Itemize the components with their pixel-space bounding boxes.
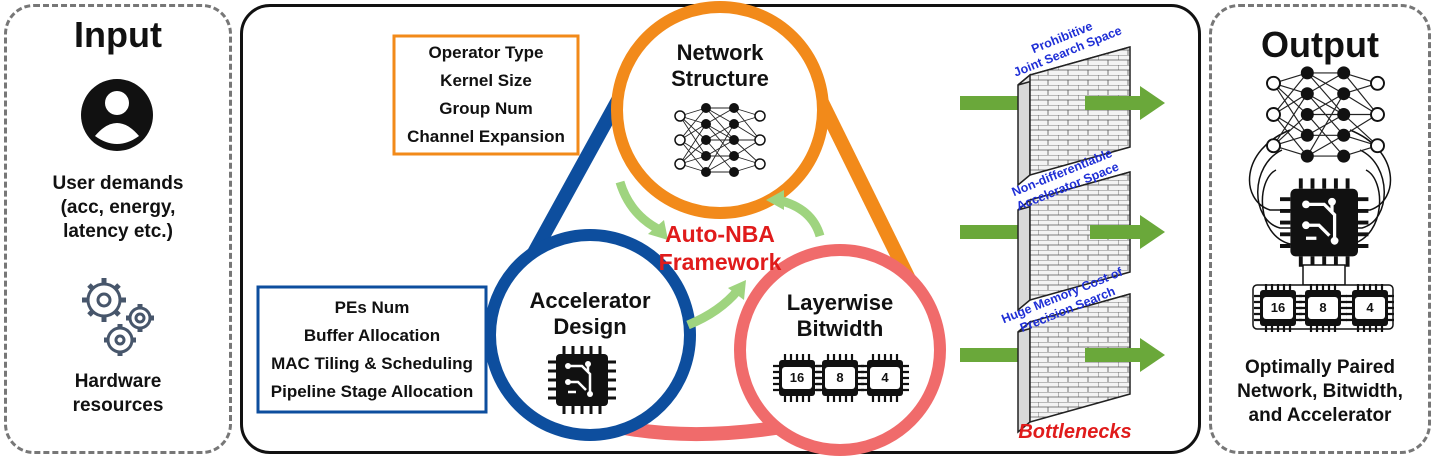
bottlenecks-label: Bottlenecks: [1018, 421, 1132, 443]
bitwidth-chip-4: 4: [870, 367, 900, 389]
hardware-line-2: resources: [72, 394, 164, 416]
output-panel: [1209, 4, 1431, 454]
param-operator-type: Operator Type: [428, 43, 544, 62]
layerwise-bitwidth-title: Layerwise Bitwidth: [760, 290, 920, 342]
user-demands-line-2: (acc, energy,: [60, 196, 176, 218]
accelerator-design-title: Accelerator Design: [500, 288, 680, 340]
network-title-line-1: Network: [676, 40, 764, 65]
input-panel: [4, 4, 232, 454]
network-params-box: Operator Type Kernel Size Group Num Chan…: [394, 36, 578, 154]
input-title: Input: [74, 14, 162, 55]
output-caption-line-2: Network, Bitwidth,: [1237, 380, 1403, 402]
output-chip-4: 4: [1355, 297, 1385, 319]
bottleneck-2: [960, 171, 1165, 311]
accelerator-title-line-1: Accelerator: [529, 288, 651, 313]
output-title: Output: [1261, 24, 1379, 65]
bitwidth-title-line-1: Layerwise: [786, 290, 894, 315]
output-caption-line-3: and Accelerator: [1248, 404, 1392, 426]
param-channel-expansion: Channel Expansion: [407, 127, 565, 146]
bitwidth-title-line-2: Bitwidth: [796, 316, 884, 341]
output-caption: Optimally Paired Network, Bitwidth, and …: [1209, 356, 1431, 427]
param-group-num: Group Num: [439, 99, 533, 118]
user-demands-line-3: latency etc.): [63, 220, 173, 242]
auto-nba-label: Auto-NBA Framework: [620, 220, 820, 276]
bitwidth-chip-8: 8: [825, 367, 855, 389]
param-mac-tiling: MAC Tiling & Scheduling: [271, 353, 473, 373]
hardware-text: Hardware resources: [4, 370, 232, 418]
hardware-line-1: Hardware: [74, 371, 162, 392]
gears-icon: [80, 278, 158, 358]
network-title-line-2: Structure: [671, 66, 769, 91]
param-pipeline-stage: Pipeline Stage Allocation: [270, 381, 474, 401]
accelerator-title-line-2: Design: [553, 314, 627, 339]
user-demands-line-1: User demands: [52, 173, 184, 194]
param-pes-num: PEs Num: [334, 297, 410, 317]
network-structure-title: Network Structure: [640, 40, 800, 92]
param-buffer-allocation: Buffer Allocation: [303, 325, 441, 345]
user-icon: [80, 78, 154, 152]
auto-nba-line-1: Auto-NBA: [665, 221, 775, 247]
neural-network-icon: [676, 100, 766, 180]
bottleneck-1: [960, 46, 1165, 186]
bottleneck-3: [960, 293, 1165, 433]
output-chip-8: 8: [1308, 297, 1338, 319]
accelerator-params-box: PEs Num Buffer Allocation MAC Tiling & S…: [258, 287, 486, 412]
output-chip-16: 16: [1263, 297, 1293, 319]
bitwidth-chip-16: 16: [782, 367, 812, 389]
chip-icon: [548, 346, 616, 414]
user-demands-text: User demands (acc, energy, latency etc.): [4, 172, 232, 243]
auto-nba-line-2: Framework: [658, 249, 782, 275]
output-caption-line-1: Optimally Paired: [1245, 357, 1395, 378]
param-kernel-size: Kernel Size: [440, 71, 532, 90]
